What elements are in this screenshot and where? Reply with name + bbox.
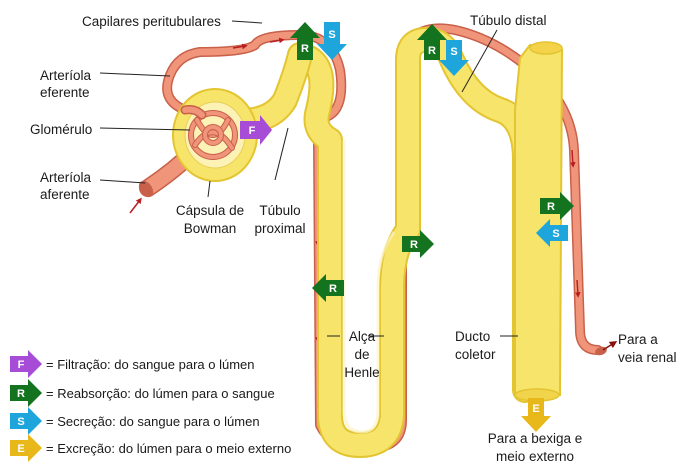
legend-text-reabsorcao: = Reabsorção: do lúmen para o sangue <box>46 386 275 401</box>
renal-vein-arrow <box>603 343 614 350</box>
excretion-arrow: E <box>521 398 551 432</box>
label-arteriola-eferente-2: eferente <box>40 85 90 100</box>
svg-text:R: R <box>410 239 418 251</box>
label-capsula-2: Bowman <box>184 221 237 236</box>
legend-text-secrecao: = Secreção: do sangue para o lúmen <box>46 414 260 429</box>
legend: F = Filtração: do sangue para o lúmen R … <box>10 350 291 462</box>
legend-text-excrecao: = Excreção: do lúmen para o meio externo <box>46 441 291 456</box>
label-capilares: Capilares peritubulares <box>82 14 221 29</box>
legend-arrow-s <box>10 407 42 435</box>
svg-text:S: S <box>552 228 559 240</box>
legend-arrow-r <box>10 379 42 407</box>
collecting-duct-opening <box>530 42 562 54</box>
label-veia-1: Para a <box>618 332 658 347</box>
legend-arrow-f <box>10 350 42 378</box>
svg-text:R: R <box>329 283 337 295</box>
legend-item-reabsorcao: R = Reabsorção: do lúmen para o sangue <box>10 379 275 407</box>
svg-text:R: R <box>301 43 309 55</box>
label-arteriola-eferente-1: Arteríola <box>40 68 92 83</box>
svg-text:E: E <box>532 403 539 415</box>
label-tubulo-proximal-2: proximal <box>254 221 305 236</box>
afferent-flow-arrow <box>130 200 140 213</box>
label-alca-2: de <box>354 347 369 362</box>
label-tubulo-distal: Túbulo distal <box>470 13 547 28</box>
svg-text:R: R <box>547 201 555 213</box>
label-ducto-1: Ducto <box>455 329 490 344</box>
legend-item-excrecao: E = Excreção: do lúmen para o meio exter… <box>10 434 291 462</box>
svg-text:F: F <box>18 359 25 371</box>
label-glomerulo: Glomérulo <box>30 122 92 137</box>
label-bexiga-2: meio externo <box>496 449 574 464</box>
label-tubulo-proximal-1: Túbulo <box>259 203 300 218</box>
label-alca-3: Henle <box>344 365 379 380</box>
legend-text-filtracao: = Filtração: do sangue para o lúmen <box>46 357 255 372</box>
legend-item-filtracao: F = Filtração: do sangue para o lúmen <box>10 350 255 378</box>
legend-item-secrecao: S = Secreção: do sangue para o lúmen <box>10 407 260 435</box>
svg-text:E: E <box>17 443 24 455</box>
svg-text:R: R <box>428 45 436 57</box>
label-veia-2: veia renal <box>618 350 677 365</box>
legend-arrow-e <box>10 434 42 462</box>
collecting-duct-top <box>515 45 562 395</box>
label-bexiga-1: Para a bexiga e <box>488 431 583 446</box>
svg-text:R: R <box>17 388 25 400</box>
svg-text:S: S <box>328 29 335 41</box>
label-alca-1: Alça <box>349 329 376 344</box>
svg-text:F: F <box>249 125 256 137</box>
label-arteriola-aferente-1: Arteríola <box>40 170 92 185</box>
svg-text:S: S <box>17 416 24 428</box>
svg-text:S: S <box>450 46 457 58</box>
label-capsula-1: Cápsula de <box>176 203 244 218</box>
label-ducto-2: coletor <box>455 347 496 362</box>
label-arteriola-aferente-2: aferente <box>40 187 90 202</box>
